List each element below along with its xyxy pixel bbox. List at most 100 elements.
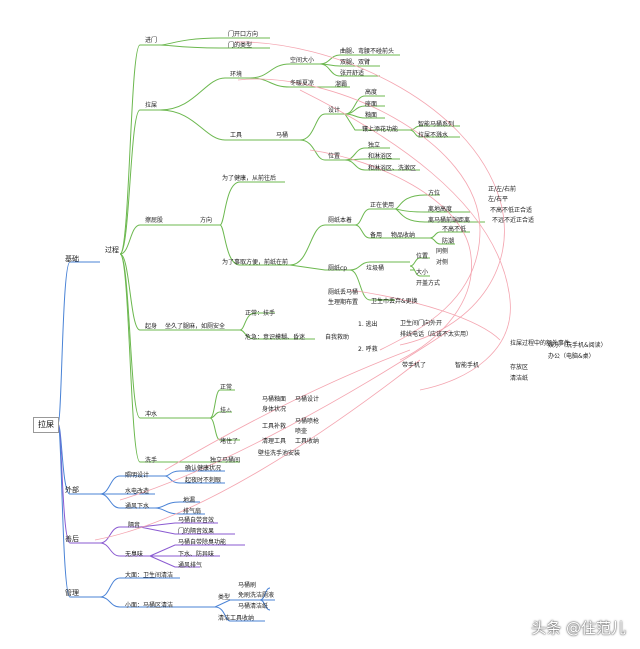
node-qishen: 起身 xyxy=(145,322,157,330)
node-gongjushou: 工具收纳 xyxy=(295,437,319,445)
node-zhengzai: 正在使用 xyxy=(370,201,394,209)
node-lashi: 拉屎 xyxy=(145,101,157,109)
node-penqiang: 马桶喷枪 xyxy=(295,417,319,425)
node-jiankang: 为了健康，从前往后 xyxy=(222,174,276,182)
node-dusele: 堵住了 xyxy=(220,437,238,445)
node-tongfeng: 通风下水 xyxy=(125,502,149,510)
node-matong: 马桶 xyxy=(276,131,288,139)
root-node: 拉屎 xyxy=(33,417,59,433)
node-mende: 门的隔音效果 xyxy=(178,527,214,535)
node-yule: 娱乐（玩手机&阅读） xyxy=(548,341,607,349)
node-cunfang: 存放区 xyxy=(510,363,528,371)
node-liuba: 溜霸 xyxy=(335,80,347,88)
node-fangxiang: 方向 xyxy=(200,216,212,224)
node-daxiao: 大小 xyxy=(416,268,428,276)
node-matong2: 马桶釉面 xyxy=(262,395,286,403)
node-weisheng: 卫生巾丢弃&更换 xyxy=(371,297,418,305)
node-huhan: 2. 呼救 xyxy=(358,345,378,353)
node-zhengchang2: 正常 xyxy=(220,383,232,391)
node-leixing: 类型 xyxy=(218,593,230,601)
node-shuidian: 水电改造 xyxy=(125,487,149,495)
node-zhineng: 智能马桶系列 xyxy=(418,120,454,128)
node-huahuan: 镶上添花功能 xyxy=(362,125,398,133)
node-zuozheng: 正/左/右前 xyxy=(488,185,516,193)
node-weizhi: 位置 xyxy=(328,152,340,160)
node-zhengchang: 正常：扶手 xyxy=(245,309,275,317)
node-qubei: 曲腿、弯腰不碰前头 xyxy=(340,47,394,55)
node-dawei: 大面：卫生间清洁 xyxy=(125,571,173,579)
node-bugaobudi: 不高不低正合适 xyxy=(490,206,532,214)
node-zhijinben: 厕纸本着 xyxy=(328,216,352,224)
node-fangchao: 防潮 xyxy=(442,237,454,245)
node-taochu: 1. 逃出 xyxy=(358,320,378,328)
node-menwai: 卫生间门向外开 xyxy=(400,319,442,327)
node-buyuanbujin: 不远不近正合适 xyxy=(492,216,534,224)
node-guocheng: 过程 xyxy=(105,245,119,254)
node-menkai: 门开口方向 xyxy=(228,30,258,38)
node-zhangkai: 张开舒适 xyxy=(340,69,364,77)
node-cezhidiu: 厕纸丢马桶 xyxy=(328,288,358,296)
node-pengai: 喷壶 xyxy=(295,427,307,435)
node-chongshui: 冲水 xyxy=(145,410,157,418)
watermark-text: 头条 @住范儿 xyxy=(531,619,626,637)
node-xishou: 洗手 xyxy=(145,456,157,464)
node-dulimatongjian: 独立马桶间 xyxy=(210,456,240,464)
node-matongzidai: 马桶自带除臭功能 xyxy=(178,538,226,546)
node-choumian: 釉面 xyxy=(365,111,377,119)
node-waibu: 外部 xyxy=(65,485,79,494)
node-lajitong: 垃圾桶 xyxy=(366,264,384,272)
node-gongju: 工具 xyxy=(230,132,242,139)
node-daishouji: 带手机了 xyxy=(402,361,426,369)
node-weizhi2: 位置 xyxy=(416,252,428,260)
node-gongjubu: 工具补救 xyxy=(262,422,286,430)
node-labels: 基础 过程 外部 善后 管理 进门 门开口方向 门的类型 拉屎 环境 空间大小 … xyxy=(65,30,607,622)
node-zhineng2: 智能手机 xyxy=(455,361,479,369)
node-qingli: 清理工具 xyxy=(262,437,286,445)
node-shaoshi: 为了事取方便，前纸在前 xyxy=(222,258,288,266)
node-menleixing: 门的类型 xyxy=(228,41,252,49)
node-limian: 离地高度 xyxy=(428,205,452,213)
node-dongnuan: 冬暖夏凉 xyxy=(290,79,314,87)
node-mianshua: 免刷洗洁厕液 xyxy=(238,591,274,599)
node-weiji: 危急：意识模糊、昏迷 xyxy=(245,333,305,341)
node-matongjie: 马桶清洁纸 xyxy=(238,602,268,610)
cross-links xyxy=(94,41,511,541)
node-bangong: 办公（电脑&桌） xyxy=(548,352,595,360)
node-zuoyou: 左/右平 xyxy=(488,195,508,203)
node-guanli: 管理 xyxy=(65,588,79,597)
node-qingjie2: 清洁工具收纳 xyxy=(218,614,254,622)
node-helin: 和淋浴区 xyxy=(368,152,392,160)
node-guale: 挂⚠ xyxy=(220,406,232,414)
node-budibudi: 不高不低 xyxy=(442,225,466,233)
node-beiyong: 备用 xyxy=(370,231,382,239)
node-huanjing: 环境 xyxy=(230,70,242,78)
node-dilou: 地漏 xyxy=(183,496,195,504)
node-zhaoming: 照明设计 xyxy=(125,471,149,479)
node-matongsheji: 马桶设计 xyxy=(295,395,319,403)
node-zuomian: 座面 xyxy=(365,100,377,108)
node-jinmen: 进门 xyxy=(145,36,157,44)
node-shuangtui: 双腿、双臂 xyxy=(340,58,370,66)
node-kaigai: 开盖方式 xyxy=(416,279,440,287)
node-wuchou: 无臭味 xyxy=(125,550,143,558)
node-jichu: 基础 xyxy=(65,254,79,263)
node-duli: 独立 xyxy=(368,141,380,149)
node-paiqi: 排气扇 xyxy=(183,507,201,515)
node-duimian: 对侧 xyxy=(436,258,448,266)
node-ewai: 拉屎过程中的额外事件 xyxy=(510,339,570,347)
node-zhicp: 厕纸cp xyxy=(328,264,347,272)
node-kongjian: 空间大小 xyxy=(290,56,314,64)
node-zuojiu: 坐久了腿麻，如厕安全 xyxy=(165,322,225,330)
node-geyin: 隔音 xyxy=(128,521,140,529)
node-tongfengpai: 通风排气 xyxy=(178,561,202,569)
node-shuhou: 善后 xyxy=(65,534,79,543)
node-capigu: 擦屁股 xyxy=(145,216,163,224)
node-xiashui: 下水、防异味 xyxy=(178,550,214,558)
node-labu: 拉屎不溅水 xyxy=(418,131,448,139)
node-gaodu: 高度 xyxy=(365,88,377,96)
connector-lines xyxy=(57,37,485,622)
node-limatong: 离马桶前端距离 xyxy=(428,216,470,224)
node-qingjie: 清洁纸 xyxy=(510,374,528,382)
node-shenti: 身体状况 xyxy=(262,405,286,413)
